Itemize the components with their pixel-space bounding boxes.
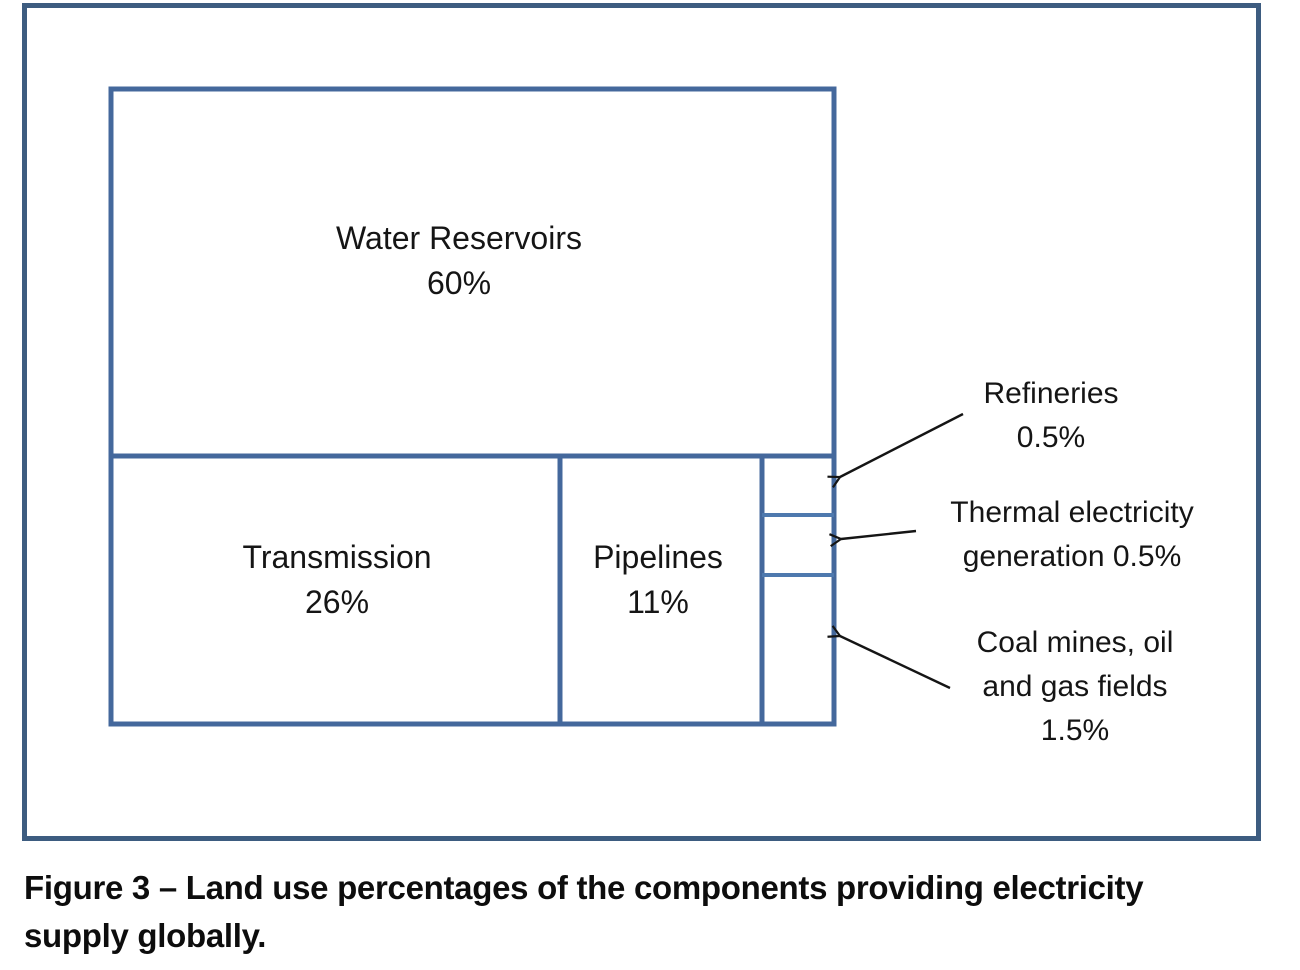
thermal-callout-label: Thermal electricity generation 0.5% <box>950 491 1193 579</box>
coal-value: 1.5% <box>1040 714 1110 747</box>
refineries-cell <box>762 456 834 515</box>
water-reservoirs-label: Water Reservoirs 60% <box>336 216 582 306</box>
refineries-name: Refineries <box>983 377 1119 410</box>
water-reservoirs-name: Water Reservoirs <box>336 220 582 256</box>
water-reservoirs-value: 60% <box>426 265 492 301</box>
refineries-value: 0.5% <box>1016 421 1086 454</box>
coal-name-line2: and gas fields <box>982 670 1168 703</box>
coal-name-line1: Coal mines, oil <box>976 626 1174 659</box>
thermal-name-line2: generation 0.5% <box>962 540 1182 573</box>
figure-caption: Figure 3 – Land use percentages of the c… <box>24 864 1294 960</box>
coal-callout-label: Coal mines, oil and gas fields 1.5% <box>977 621 1174 753</box>
figure-caption-line2: supply globally. <box>24 917 267 954</box>
pipelines-name: Pipelines <box>593 539 723 575</box>
transmission-value: 26% <box>304 584 370 620</box>
figure-caption-line1: Figure 3 – Land use percentages of the c… <box>24 869 1144 906</box>
refineries-callout-label: Refineries 0.5% <box>983 372 1118 460</box>
thermal-name-line1: Thermal electricity <box>950 496 1194 529</box>
pipelines-label: Pipelines 11% <box>593 535 723 625</box>
transmission-name: Transmission <box>242 539 432 575</box>
transmission-label: Transmission 26% <box>242 535 431 625</box>
thermal-generation-cell <box>762 515 834 575</box>
coal-oil-gas-cell <box>762 575 834 724</box>
pipelines-value: 11% <box>627 584 689 620</box>
